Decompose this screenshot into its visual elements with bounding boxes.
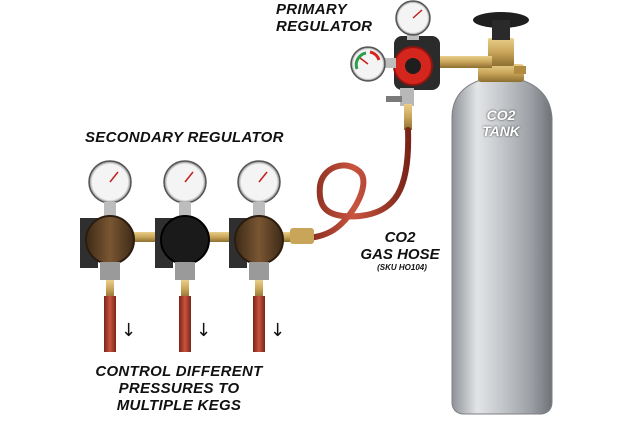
primary-regulator-label-line-2: REGULATOR (276, 17, 373, 35)
control-caption-line-1: CONTROL DIFFERENT (95, 363, 263, 380)
secondary-knob-2 (160, 215, 210, 265)
secondary-knob-3 (234, 215, 284, 265)
co2-tank-label-line-1: CO2 (486, 107, 516, 123)
secondary-regulator-unit-1 (80, 160, 135, 352)
control-caption-line-3: MULTIPLE KEGS (116, 396, 242, 414)
control-caption-line-2: PRESSURES TO (118, 379, 240, 397)
down-arrow-icon: ↓ (270, 320, 286, 341)
co2-tank (451, 12, 553, 415)
primary-regulator (350, 0, 492, 130)
secondary-regulator-label: SECONDARY REGULATOR (85, 129, 284, 146)
down-arrow-icon: ↓ (121, 320, 137, 341)
primary-inlet-pipe (430, 56, 492, 68)
control-pressures-caption: CONTROL DIFFERENT PRESSURES TO MULTIPLE … (64, 363, 294, 414)
co2-gas-hose-label: CO2 GAS HOSE (340, 229, 460, 264)
primary-regulator-label: PRIMARY REGULATOR (276, 1, 373, 36)
secondary-regulator-unit-2 (155, 160, 210, 352)
co2-gas-hose-label-line-1: CO2 (384, 229, 416, 246)
co2-tank-label: CO2 TANK (467, 107, 535, 139)
down-arrow-icon: ↓ (196, 320, 212, 341)
co2-gas-hose (297, 127, 412, 241)
co2-gas-hose-label-line-2: GAS HOSE (360, 245, 440, 263)
secondary-knob-1 (85, 215, 135, 265)
tank-valve-stem (488, 38, 514, 66)
sku-label: (SKU HO104) (377, 263, 427, 272)
tank-valve-body (478, 64, 524, 82)
primary-regulator-label-line-1: PRIMARY (276, 1, 347, 18)
secondary-regulator-unit-3 (229, 160, 284, 352)
co2-tank-label-line-2: TANK (482, 122, 520, 139)
